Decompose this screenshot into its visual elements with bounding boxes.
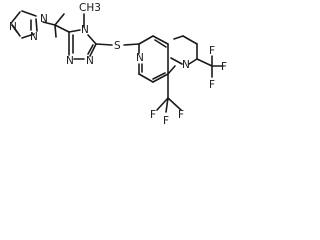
atom-n-triazole2-n4: N <box>81 24 89 36</box>
atom-n-triazole1-n4: N <box>30 31 38 43</box>
atom-fluorine-top-2: F <box>221 61 227 73</box>
cf3-group-right <box>196 55 224 78</box>
atom-methyl: CH3 <box>79 2 101 14</box>
atom-n-naphthyridine-n1: N <box>136 52 144 64</box>
triazole-ring-2 <box>68 13 97 60</box>
cf3-group-bottom <box>156 73 182 113</box>
atom-n-triazole1-n2: N <box>9 21 17 33</box>
atom-fluorine-bottom-3: F <box>178 109 184 121</box>
atom-n-triazole2-n2: N <box>66 55 74 67</box>
naphthyridine-core <box>138 35 198 83</box>
atom-n-triazole2-n1: N <box>86 55 94 67</box>
gem-dimethyl-linker <box>42 13 70 38</box>
atom-fluorine-bottom-1: F <box>150 109 156 121</box>
thioether-linkage <box>95 43 140 46</box>
triazole-ring-1 <box>11 10 38 39</box>
atom-fluorine-bottom-2: F <box>163 115 169 127</box>
atom-n-triazole1-n1: N <box>40 13 48 25</box>
atom-fluorine-top-1: F <box>209 45 215 57</box>
atom-n-naphthyridine-n8: N <box>182 59 190 71</box>
atom-fluorine-top-3: F <box>209 79 215 91</box>
atom-sulfur: S <box>114 40 121 52</box>
molecule-structure: N N N N N N CH3 S N N F F F F F F <box>9 2 227 127</box>
